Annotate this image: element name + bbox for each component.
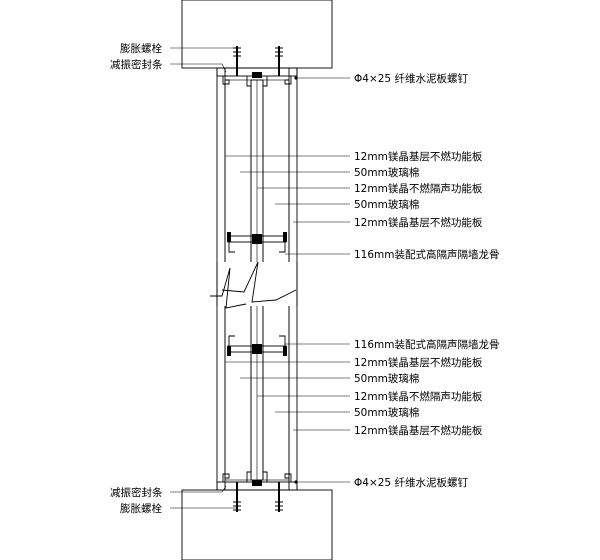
label-upper-board-3: 12mm镁晶基层不燃功能板 [354, 216, 483, 229]
label-lower-board-1: 12mm镁晶基层不燃功能板 [354, 356, 483, 369]
top-track [216, 67, 298, 87]
label-upper-board-1: 12mm镁晶基层不燃功能板 [354, 150, 483, 163]
leader-lines-right [225, 77, 350, 483]
label-bottom-seal: 减振密封条 [110, 486, 163, 499]
label-upper-wool-1: 50mm玻璃棉 [354, 166, 419, 179]
label-bottom-bolt: 膨胀螺栓 [120, 502, 162, 515]
top-expansion-bolts [233, 46, 283, 76]
bottom-concrete-slab [181, 489, 333, 560]
label-bottom-screw: Φ4×25 纤维水泥板螺钉 [354, 476, 468, 489]
mid-keel-lower [227, 335, 287, 356]
label-lower-board-2: 12mm镁晶不燃隔声功能板 [354, 390, 483, 403]
label-top-bolt: 膨胀螺栓 [120, 42, 162, 55]
label-upper-keel: 116mm装配式高隔声隔墙龙骨 [354, 248, 500, 261]
top-concrete-slab [181, 0, 333, 69]
bottom-track [216, 471, 298, 491]
label-upper-wool-2: 50mm玻璃棉 [354, 198, 419, 211]
leader-lines-left [170, 47, 237, 509]
label-top-seal: 减振密封条 [110, 58, 163, 71]
label-lower-wool-2: 50mm玻璃棉 [354, 406, 419, 419]
break-symbol [210, 261, 298, 309]
label-lower-keel: 116mm装配式高隔声隔墙龙骨 [354, 338, 500, 351]
bottom-expansion-bolts [233, 482, 283, 512]
label-top-screw: Φ4×25 纤维水泥板螺钉 [354, 72, 468, 85]
label-lower-wool-1: 50mm玻璃棉 [354, 372, 419, 385]
mid-keel-upper [227, 232, 287, 253]
label-upper-board-2: 12mm镁晶不燃隔声功能板 [354, 182, 483, 195]
label-lower-board-3: 12mm镁晶基层不燃功能板 [354, 424, 483, 437]
